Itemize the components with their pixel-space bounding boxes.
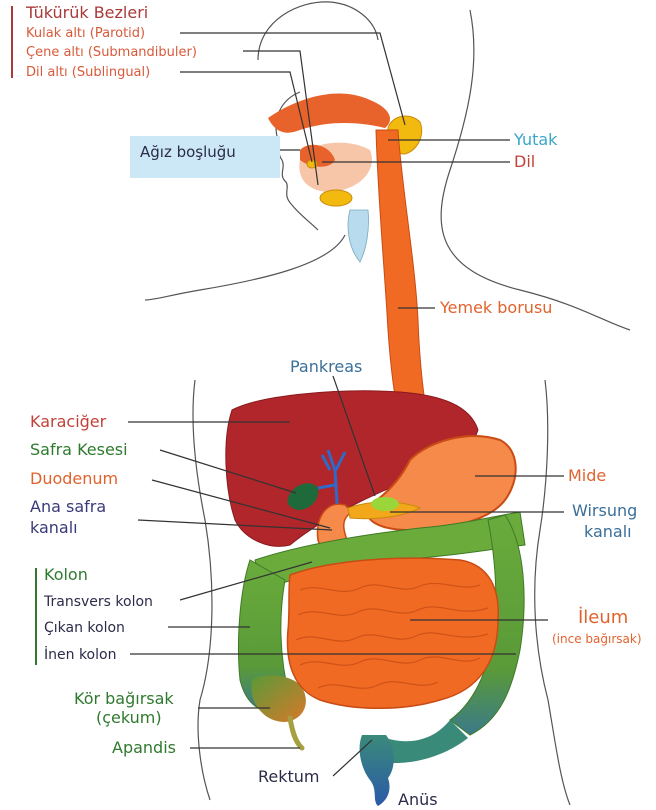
rectum-label: Rektum	[258, 767, 320, 786]
duodenum-label: Duodenum	[30, 469, 118, 488]
anus-label: Anüs	[398, 790, 438, 809]
parotid-label: Kulak altı (Parotid)	[26, 26, 145, 41]
pancreas-head	[371, 497, 399, 511]
tongue-label: Dil	[514, 152, 535, 171]
wirsung-label-2: kanalı	[584, 522, 632, 541]
bile-duct-label-1: Ana safra	[30, 497, 106, 516]
pharynx-label: Yutak	[513, 130, 558, 149]
wirsung-label-1: Wirsung	[572, 501, 637, 520]
small-intestine	[287, 558, 498, 708]
ileum-sub-label: (ince bağırsak)	[552, 632, 642, 646]
transverse-colon-label: Transvers kolon	[43, 594, 153, 610]
liver-label: Karaciğer	[30, 412, 107, 431]
esophagus-label: Yemek borusu	[439, 298, 552, 317]
palate	[268, 94, 390, 133]
rectum	[360, 735, 394, 806]
salivary-glands-title: Tükürük Bezleri	[25, 3, 148, 22]
appendix	[290, 718, 302, 748]
gallbladder-label: Safra Kesesi	[30, 440, 128, 459]
descending-colon-label: İnen kolon	[44, 645, 116, 663]
mouth-label: Ağız boşluğu	[140, 143, 236, 161]
ileum-label: İleum	[578, 607, 628, 628]
cecum-label-1: Kör bağırsak	[74, 689, 174, 708]
cecum-label-2: (çekum)	[96, 708, 162, 727]
trachea	[348, 210, 368, 262]
sublingual-label: Dil altı (Sublingual)	[26, 65, 150, 80]
pancreas-label: Pankreas	[290, 357, 362, 376]
ascending-colon-label: Çıkan kolon	[44, 620, 125, 636]
stomach-label: Mide	[568, 466, 606, 485]
colon-title: Kolon	[44, 565, 88, 584]
submandibular-label: Çene altı (Submandibuler)	[26, 45, 197, 60]
appendix-label: Apandis	[112, 738, 176, 757]
bile-duct-label-2: kanalı	[30, 518, 78, 537]
